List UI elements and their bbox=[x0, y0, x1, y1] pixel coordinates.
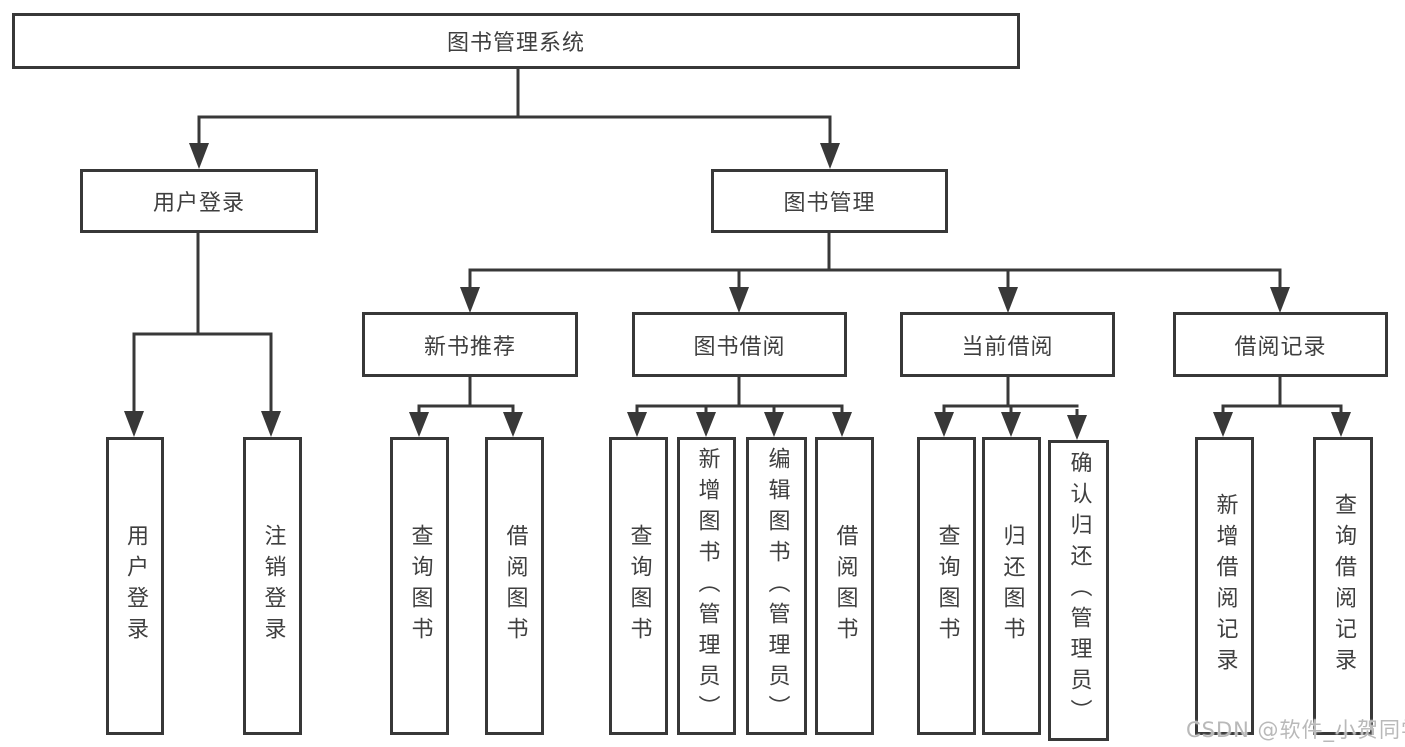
leaf-user-login-label: 用户登录 bbox=[123, 524, 148, 648]
leaf-newbook-borrow: 借阅图书 bbox=[485, 437, 544, 735]
leaf-record-add-label: 新增借阅记录 bbox=[1212, 493, 1238, 679]
node-book-borrow: 图书借阅 bbox=[632, 312, 847, 377]
leaf-borrow-edit-admin-label: 编辑图书（管理员） bbox=[764, 446, 790, 726]
leaf-borrow-add-admin: 新增图书（管理员） bbox=[677, 437, 736, 735]
leaf-current-return: 归还图书 bbox=[982, 437, 1041, 735]
node-current-borrow-label: 当前借阅 bbox=[961, 334, 1054, 360]
node-user-login-label: 用户登录 bbox=[152, 191, 245, 216]
leaf-newbook-query-label: 查询图书 bbox=[407, 524, 433, 648]
leaf-current-query-label: 查询图书 bbox=[934, 524, 960, 648]
leaf-record-add: 新增借阅记录 bbox=[1195, 437, 1254, 735]
node-new-book-recommend: 新书推荐 bbox=[362, 312, 578, 377]
node-root: 图书管理系统 bbox=[12, 13, 1020, 69]
leaf-borrow-borrow: 借阅图书 bbox=[815, 437, 874, 735]
node-current-borrow: 当前借阅 bbox=[900, 312, 1115, 377]
leaf-current-confirm-admin: 确认归还（管理员） bbox=[1048, 440, 1109, 741]
node-book-borrow-label: 图书借阅 bbox=[693, 334, 786, 360]
leaf-borrow-add-admin-label: 新增图书（管理员） bbox=[694, 446, 720, 726]
leaf-borrow-query: 查询图书 bbox=[609, 437, 668, 735]
leaf-borrow-edit-admin: 编辑图书（管理员） bbox=[746, 437, 807, 735]
node-new-book-recommend-label: 新书推荐 bbox=[423, 334, 516, 360]
leaf-current-query: 查询图书 bbox=[917, 437, 976, 735]
leaf-logout-label: 注销登录 bbox=[260, 524, 286, 648]
leaf-newbook-query: 查询图书 bbox=[390, 437, 449, 735]
node-user-login: 用户登录 bbox=[80, 169, 318, 233]
leaf-borrow-borrow-label: 借阅图书 bbox=[832, 524, 858, 648]
leaf-newbook-borrow-label: 借阅图书 bbox=[502, 524, 528, 648]
leaf-user-login: 用户登录 bbox=[106, 437, 164, 735]
leaf-current-return-label: 归还图书 bbox=[999, 524, 1025, 648]
leaf-current-confirm-admin-label: 确认归还（管理员） bbox=[1066, 451, 1092, 730]
node-root-label: 图书管理系统 bbox=[446, 31, 585, 56]
node-borrow-record-label: 借阅记录 bbox=[1234, 334, 1327, 360]
leaf-record-query: 查询借阅记录 bbox=[1313, 437, 1373, 735]
node-book-management: 图书管理 bbox=[711, 169, 948, 233]
node-borrow-record: 借阅记录 bbox=[1173, 312, 1388, 377]
leaf-record-query-label: 查询借阅记录 bbox=[1331, 493, 1356, 679]
leaf-logout: 注销登录 bbox=[243, 437, 302, 735]
csdn-watermark: CSDN @软件_小贺同学 bbox=[1186, 718, 1405, 742]
node-book-management-label: 图书管理 bbox=[783, 191, 876, 216]
leaf-borrow-query-label: 查询图书 bbox=[626, 524, 652, 648]
